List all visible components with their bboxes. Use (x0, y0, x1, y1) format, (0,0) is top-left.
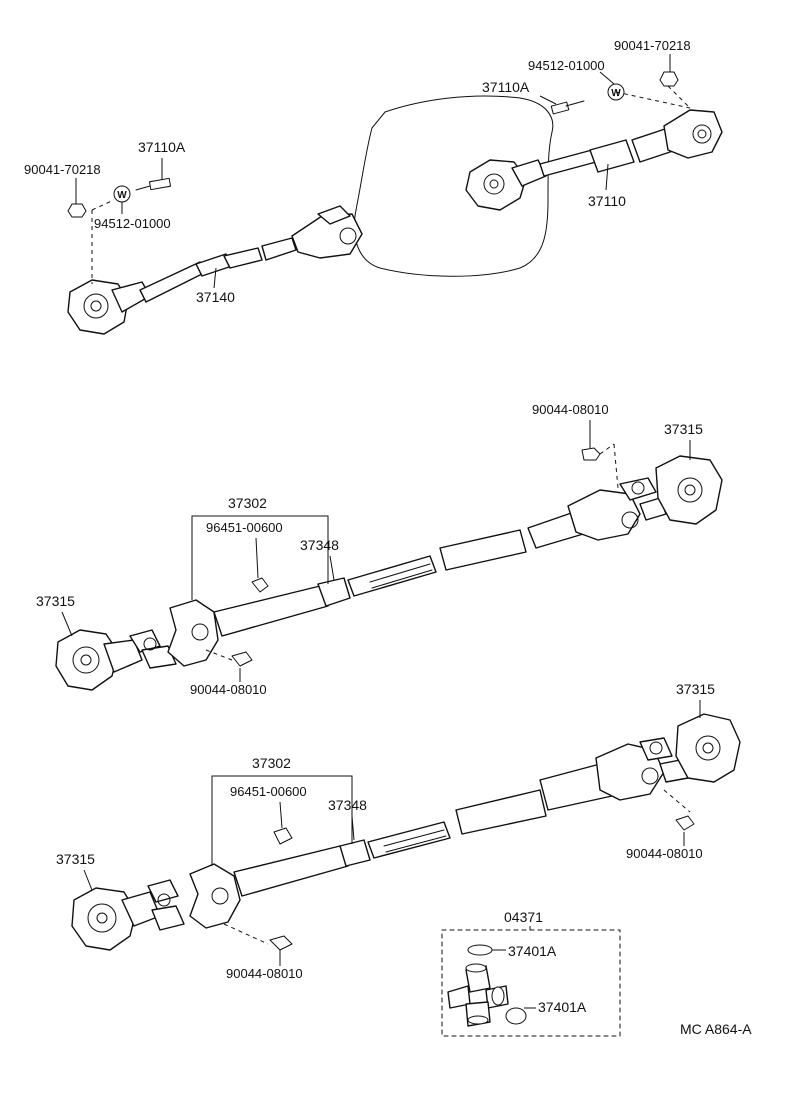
spider-kit-box (441, 929, 621, 1037)
label-94512-01000-top: 94512-01000 (528, 58, 605, 73)
label-37140: 37140 (196, 289, 235, 305)
grease-fitting-mid-bottom (231, 651, 253, 667)
label-37110A-top: 37110A (482, 79, 530, 95)
label-37110: 37110 (588, 193, 626, 209)
label-37315-low-left: 37315 (56, 851, 95, 867)
label-37302-mid: 37302 (228, 495, 267, 511)
label-37348-mid: 37348 (300, 537, 339, 553)
diagram-code: MC A864-A (680, 1021, 752, 1037)
label-94512-01000-left: 94512-01000 (94, 216, 171, 231)
grease-fitting-mid-top (581, 447, 601, 461)
front-propeller-shaft-37140 (67, 205, 363, 335)
grease-fitting-low-right (675, 815, 695, 831)
label-90044-08010-mid-bottom: 90044-08010 (190, 682, 267, 697)
label-90044-08010-low-right: 90044-08010 (626, 846, 703, 861)
grease-fitting-low-bottom (269, 935, 293, 951)
nut-top (659, 71, 679, 87)
label-37110A-left: 37110A (138, 139, 186, 155)
grease-fitting-mid (251, 577, 269, 593)
nut-left (67, 203, 87, 218)
label-90044-08010-low-bottom: 90044-08010 (226, 966, 303, 981)
rear-propeller-shaft-37110 (465, 109, 723, 211)
fastener-bolt-top (550, 100, 585, 115)
snap-ring-top (467, 944, 493, 956)
fastener-bolt-left (135, 177, 172, 191)
label-37348-low: 37348 (328, 797, 367, 813)
label-90041-70218-top: 90041-70218 (614, 38, 691, 53)
label-04371: 04371 (504, 909, 543, 925)
label-90044-08010-mid-top: 90044-08010 (532, 402, 609, 417)
label-37302-low: 37302 (252, 755, 291, 771)
snap-ring-bottom (505, 1007, 527, 1025)
label-96451-00600-mid: 96451-00600 (206, 520, 283, 535)
label-37315-mid-right: 37315 (664, 421, 703, 437)
label-96451-00600-low: 96451-00600 (230, 784, 307, 799)
label-37315-low-right: 37315 (676, 681, 715, 697)
washer-mark-left: W (117, 190, 127, 201)
washer-left: W (113, 185, 131, 203)
lower-propeller-shaft (71, 713, 741, 951)
label-37401A-b: 37401A (538, 999, 587, 1015)
mid-propeller-shaft (55, 455, 723, 691)
universal-joint-spider (447, 963, 509, 1027)
label-37401A-a: 37401A (508, 943, 557, 959)
label-37315-mid-left: 37315 (36, 593, 75, 609)
transfer-case-outline (353, 95, 554, 277)
grease-fitting-low (273, 827, 293, 845)
washer-mark: W (611, 88, 621, 99)
label-90041-70218-left: 90041-70218 (24, 162, 101, 177)
